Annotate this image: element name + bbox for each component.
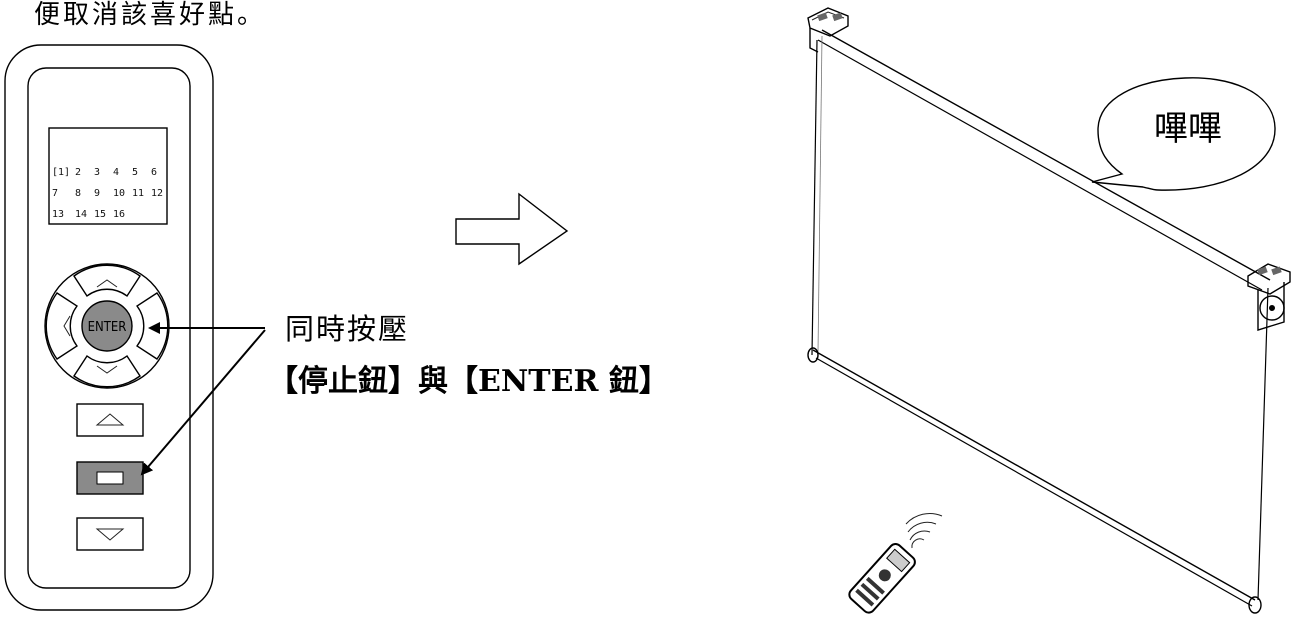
channel-label: [1]	[52, 167, 70, 178]
blind-bottom-right-cap	[1248, 596, 1262, 614]
channel-label: 15	[94, 209, 106, 220]
blind-right-edge	[1257, 287, 1269, 601]
dpad-down-button[interactable]	[73, 354, 141, 388]
caption-line-1: 同時按壓	[285, 312, 410, 346]
beep-text: 嗶嗶	[1154, 109, 1222, 149]
arrow-to-stop-button	[140, 329, 266, 476]
triangle-down-icon	[95, 528, 125, 541]
channel-label: 12	[151, 188, 163, 199]
channel-label: 9	[94, 188, 100, 199]
channel-label: 13	[52, 209, 64, 220]
caption-line-2: 【停止鈕】與【ENTER 鈕】	[268, 364, 669, 399]
channel-label: 10	[113, 188, 125, 199]
channel-label: 2	[75, 167, 81, 178]
channel-label: 11	[132, 188, 144, 199]
dpad-ring	[44, 263, 170, 389]
signal-waves-icon	[905, 513, 943, 549]
channel-grid: [1] 2 3 4 5 6 7 8 9 10 11 12 13 14 15 16	[52, 167, 163, 220]
chevron-left-icon	[63, 315, 71, 337]
roller-blind	[807, 7, 1291, 614]
blind-bottom-bar	[812, 349, 1256, 601]
up-button[interactable]	[76, 403, 144, 437]
channel-label: 5	[132, 167, 138, 178]
left-mounting-bracket	[807, 7, 849, 53]
channel-label: 14	[75, 209, 87, 220]
triangle-up-icon	[95, 413, 125, 426]
blind-bottom-left-cap	[807, 347, 819, 363]
channel-label: 7	[52, 188, 58, 199]
blind-top-roller	[821, 29, 1271, 281]
next-step-arrow-icon	[455, 192, 569, 266]
enter-button[interactable]	[81, 300, 133, 352]
speech-bubble: 嗶嗶	[1091, 77, 1276, 191]
blind-left-edge	[811, 39, 818, 356]
dpad-left-button[interactable]	[45, 292, 79, 360]
instruction-text: 便取消該喜好點。	[34, 0, 267, 30]
down-button[interactable]	[76, 517, 144, 551]
channel-label: 16	[113, 209, 125, 220]
dpad-right-button[interactable]	[135, 292, 169, 360]
chevron-down-icon	[96, 365, 118, 374]
enter-label: ENTER	[88, 320, 127, 335]
right-mounting-bracket	[1247, 263, 1291, 331]
dpad-up-button[interactable]	[73, 264, 141, 298]
channel-label: 8	[75, 188, 81, 199]
chevron-up-icon	[96, 279, 118, 288]
remote-control: [1] 2 3 4 5 6 7 8 9 10 11 12 13 14 15 16 ENTER	[4, 44, 214, 611]
remote-lcd-screen	[48, 127, 168, 225]
stop-icon	[96, 471, 124, 485]
channel-label: 6	[151, 167, 157, 178]
handheld-remote-icon	[848, 542, 916, 614]
caption-arrows	[140, 322, 266, 476]
direction-pad: ENTER	[44, 263, 170, 389]
channel-label: 4	[113, 167, 119, 178]
channel-label: 3	[94, 167, 100, 178]
